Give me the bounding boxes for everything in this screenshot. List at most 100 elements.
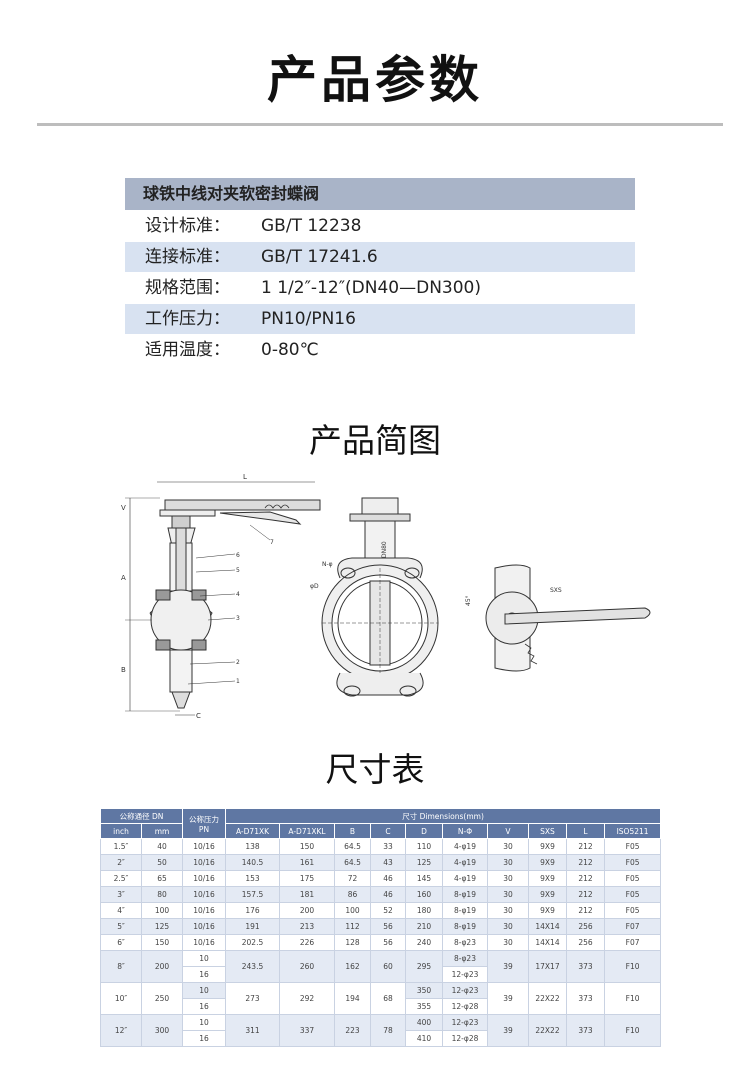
cell: 181 <box>279 886 335 903</box>
cell: 6″ <box>100 934 142 951</box>
cell: 202.5 <box>225 934 280 951</box>
cell: 78 <box>370 1014 406 1047</box>
cell: 9X9 <box>528 870 567 887</box>
cell: 150 <box>279 838 335 855</box>
label-phi-d: φD <box>310 583 319 590</box>
label-dn: DN80 <box>381 541 388 558</box>
cell: F05 <box>603 838 662 855</box>
cell: 16 <box>182 998 226 1015</box>
cell: 400 <box>405 1014 443 1031</box>
cell: 9X9 <box>528 854 567 871</box>
cell: 4″ <box>100 902 142 919</box>
param-key: 设计标准： <box>145 216 230 236</box>
cell: 300 <box>141 1014 183 1047</box>
cell: 4-φ19 <box>442 854 488 871</box>
title-divider <box>37 123 723 126</box>
cell: 110 <box>405 838 443 855</box>
label-2: 2 <box>236 659 240 666</box>
cell: 223 <box>334 1014 371 1047</box>
cell: F07 <box>603 934 662 951</box>
cell: 12-φ23 <box>442 1014 488 1031</box>
header-pn-label: 公称压力 <box>189 814 219 824</box>
cell: 273 <box>225 982 280 1015</box>
table-row: 16 12-φ23 <box>101 966 661 983</box>
label-6: 6 <box>236 552 240 559</box>
cell: 16 <box>182 1030 226 1047</box>
cell: 12-φ23 <box>442 966 488 983</box>
cell: 8-φ19 <box>442 886 488 903</box>
label-c: C <box>196 712 201 720</box>
header-sxs: SXS <box>528 823 567 839</box>
cell: 9X9 <box>528 838 567 855</box>
cell: F05 <box>603 854 662 871</box>
label-a: A <box>121 574 126 582</box>
cell: 176 <box>225 902 280 919</box>
cell: F10 <box>603 982 662 1015</box>
cell: 161 <box>279 854 335 871</box>
cell: 213 <box>279 918 335 935</box>
cell: 12-φ28 <box>442 1030 488 1047</box>
cell: 56 <box>370 934 406 951</box>
param-row: 设计标准： GB/T 12238 <box>125 211 635 241</box>
header-n: N-Φ <box>442 823 488 839</box>
cell: 410 <box>405 1030 443 1047</box>
cell: 160 <box>405 886 443 903</box>
cell: 243.5 <box>225 950 280 983</box>
cell: 39 <box>487 982 529 1015</box>
cell: 138 <box>225 838 280 855</box>
cell: 10″ <box>100 982 142 1015</box>
cell: 8-φ23 <box>442 950 488 967</box>
header-v: V <box>487 823 529 839</box>
param-row: 适用温度： 0-80℃ <box>125 335 635 365</box>
cell: 64.5 <box>334 838 371 855</box>
cell: 33 <box>370 838 406 855</box>
cell: 9X9 <box>528 886 567 903</box>
cell: 311 <box>225 1014 280 1047</box>
cell: 212 <box>566 838 605 855</box>
cell: 52 <box>370 902 406 919</box>
cell: 212 <box>566 854 605 871</box>
cell: 30 <box>487 886 529 903</box>
cell: 50 <box>141 854 183 871</box>
cell: 10/16 <box>182 854 226 871</box>
table-row: 12″ 300 10 311 337 223 78 400 12-φ23 39 … <box>100 1014 662 1047</box>
cell: 250 <box>141 982 183 1015</box>
cell: 212 <box>566 886 605 903</box>
cell: 212 <box>566 870 605 887</box>
header-b: B <box>334 823 371 839</box>
page-title: 产品参数 <box>267 51 483 109</box>
valve-front-view: DN80 N-φ φD <box>310 497 439 697</box>
cell: 43 <box>370 854 406 871</box>
cell: 60 <box>370 950 406 983</box>
cell: 157.5 <box>225 886 280 903</box>
param-key: 连接标准： <box>145 247 230 267</box>
cell: 72 <box>334 870 371 887</box>
cell: 191 <box>225 918 280 935</box>
header-dn: 公称通径 DN <box>100 808 183 824</box>
label-l: L <box>243 473 247 481</box>
cell: 17X17 <box>528 950 567 983</box>
label-b: B <box>121 666 126 674</box>
header-row: inch mm A-D71XK A-D71XKL B C D N-Φ V SXS… <box>100 823 662 839</box>
cell: 10/16 <box>182 838 226 855</box>
label-angle: 45° <box>465 595 472 606</box>
param-value: 0-80℃ <box>261 340 319 360</box>
cell: 65 <box>141 870 183 887</box>
cell: 350 <box>405 982 443 999</box>
cell: 14X14 <box>528 934 567 951</box>
cell: 10/16 <box>182 902 226 919</box>
cell: 112 <box>334 918 371 935</box>
header-c: C <box>370 823 406 839</box>
cell: F05 <box>603 870 662 887</box>
cell: 145 <box>405 870 443 887</box>
header-iso: ISO5211 <box>603 823 662 839</box>
header-mm: mm <box>141 823 183 839</box>
cell: 80 <box>141 886 183 903</box>
label-3: 3 <box>236 615 240 622</box>
cell: 30 <box>487 854 529 871</box>
cell: 10 <box>182 1014 226 1031</box>
params-header: 球铁中线对夹软密封蝶阀 <box>125 178 635 210</box>
cell: 46 <box>370 886 406 903</box>
